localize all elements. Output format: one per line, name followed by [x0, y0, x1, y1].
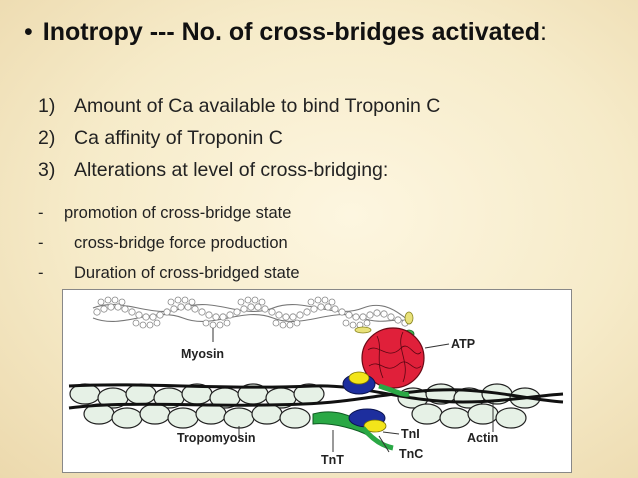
label-tni: TnI	[401, 427, 420, 441]
label-actin: Actin	[467, 431, 498, 445]
label-tropomyosin: Tropomyosin	[177, 431, 255, 445]
list-item: 3) Alterations at level of cross-bridging…	[38, 154, 440, 186]
sub-item: - cross-bridge force production	[38, 228, 300, 258]
title-colon: :	[540, 18, 547, 46]
light-chain-left	[354, 326, 372, 334]
sub-dash: -	[38, 234, 44, 252]
sub-dash: -	[38, 264, 44, 282]
list-item: 2) Ca affinity of Troponin C	[38, 122, 440, 154]
list-number: 1)	[38, 95, 56, 117]
slide-title: • Inotropy --- No. of cross-bridges activ…	[24, 18, 547, 47]
list-text: Ca affinity of Troponin C	[74, 127, 283, 149]
title-text: Inotropy --- No. of cross-bridges activa…	[42, 18, 541, 46]
myosin-head	[361, 327, 425, 389]
label-myosin: Myosin	[181, 347, 224, 361]
sub-text: Duration of cross-bridged state	[74, 264, 300, 282]
sub-dash: -	[38, 204, 44, 222]
list-item: 1) Amount of Ca available to bind Troponi…	[38, 90, 440, 122]
sarcomere-figure: Myosin ATP TnI Tropomyosin Actin TnT TnC	[62, 289, 572, 473]
sub-item: - promotion of cross-bridge state	[38, 198, 300, 228]
sub-item: - Duration of cross-bridged state	[38, 258, 300, 288]
label-tnt: TnT	[321, 453, 344, 467]
sub-text: promotion of cross-bridge state	[64, 204, 292, 222]
leader-lines	[212, 328, 494, 453]
label-tnc: TnC	[399, 447, 423, 461]
list-text: Alterations at level of cross-bridging:	[74, 159, 389, 181]
label-atp: ATP	[451, 337, 475, 351]
troponin-complex	[312, 371, 410, 451]
numbered-list: 1) Amount of Ca available to bind Troponi…	[38, 90, 440, 186]
list-number: 2)	[38, 127, 56, 149]
list-text: Amount of Ca available to bind Troponin …	[74, 95, 441, 117]
light-chain-right	[404, 311, 414, 325]
myosin-filament	[92, 296, 409, 329]
sarcomere-diagram: Myosin ATP TnI Tropomyosin Actin TnT TnC	[68, 296, 564, 467]
sub-text: cross-bridge force production	[74, 234, 288, 252]
title-bullet: •	[24, 18, 33, 46]
actin-filament	[69, 383, 541, 429]
list-number: 3)	[38, 159, 56, 181]
sub-list: - promotion of cross-bridge state - cross-…	[38, 198, 300, 288]
